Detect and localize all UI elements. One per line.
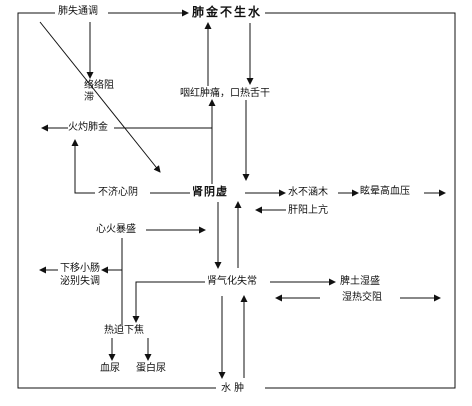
outer-loop-right (265, 12, 456, 389)
node-pi-tu-shi-sheng: 脾土湿盛 (340, 276, 380, 287)
node-huo-zhuo-fei-jin: 火灼肺金 (68, 122, 108, 133)
node-bu-ji-xin-yang: 不济心阴 (98, 187, 138, 198)
node-fei-jin-bu-sheng-shui: 肺金不生水 (192, 5, 263, 19)
arrow-bujixin-up (71, 139, 95, 194)
node-xia-yi-xiao-chang: 下移小肠 (60, 263, 100, 274)
node-shen-yin-xu: 肾阴虚 (192, 185, 228, 198)
node-shui-zhong: 水 肿 (221, 383, 245, 394)
node-xue-niao: 血尿 (100, 363, 120, 374)
node-xuan-yun-gao-xue-ya: 眩晕高血压 (360, 186, 410, 197)
node-dan-bai-niao: 蛋白尿 (136, 363, 166, 374)
node-luo-zu-zhi: 络络阻滞 (84, 80, 114, 103)
arrow-feishi-diagonal (39, 21, 161, 173)
node-re-po-xia-jiao: 热迫下焦 (104, 325, 144, 336)
node-shen-qi-hua-shi-chang: 肾气化失常 (207, 276, 257, 287)
node-mi-bie-shi-tiao: 泌别失调 (60, 276, 100, 287)
line-qihua-to-repo (132, 281, 205, 323)
node-shui-bu-han-mu: 水不涵木 (288, 187, 328, 198)
node-shi-re-jiao-zu: 湿热交阻 (342, 292, 382, 303)
outer-loop-line (17, 12, 216, 389)
node-xin-huo-bao-sheng: 心火暴盛 (96, 224, 136, 235)
node-yan-hong-zhong-tong: 咽红肿痛，口热舌干 (180, 88, 270, 99)
node-gan-yang-shang-kang: 肝阳上亢 (288, 205, 328, 216)
node-fei-shi-tong-tiao: 肺失通调 (58, 6, 98, 17)
